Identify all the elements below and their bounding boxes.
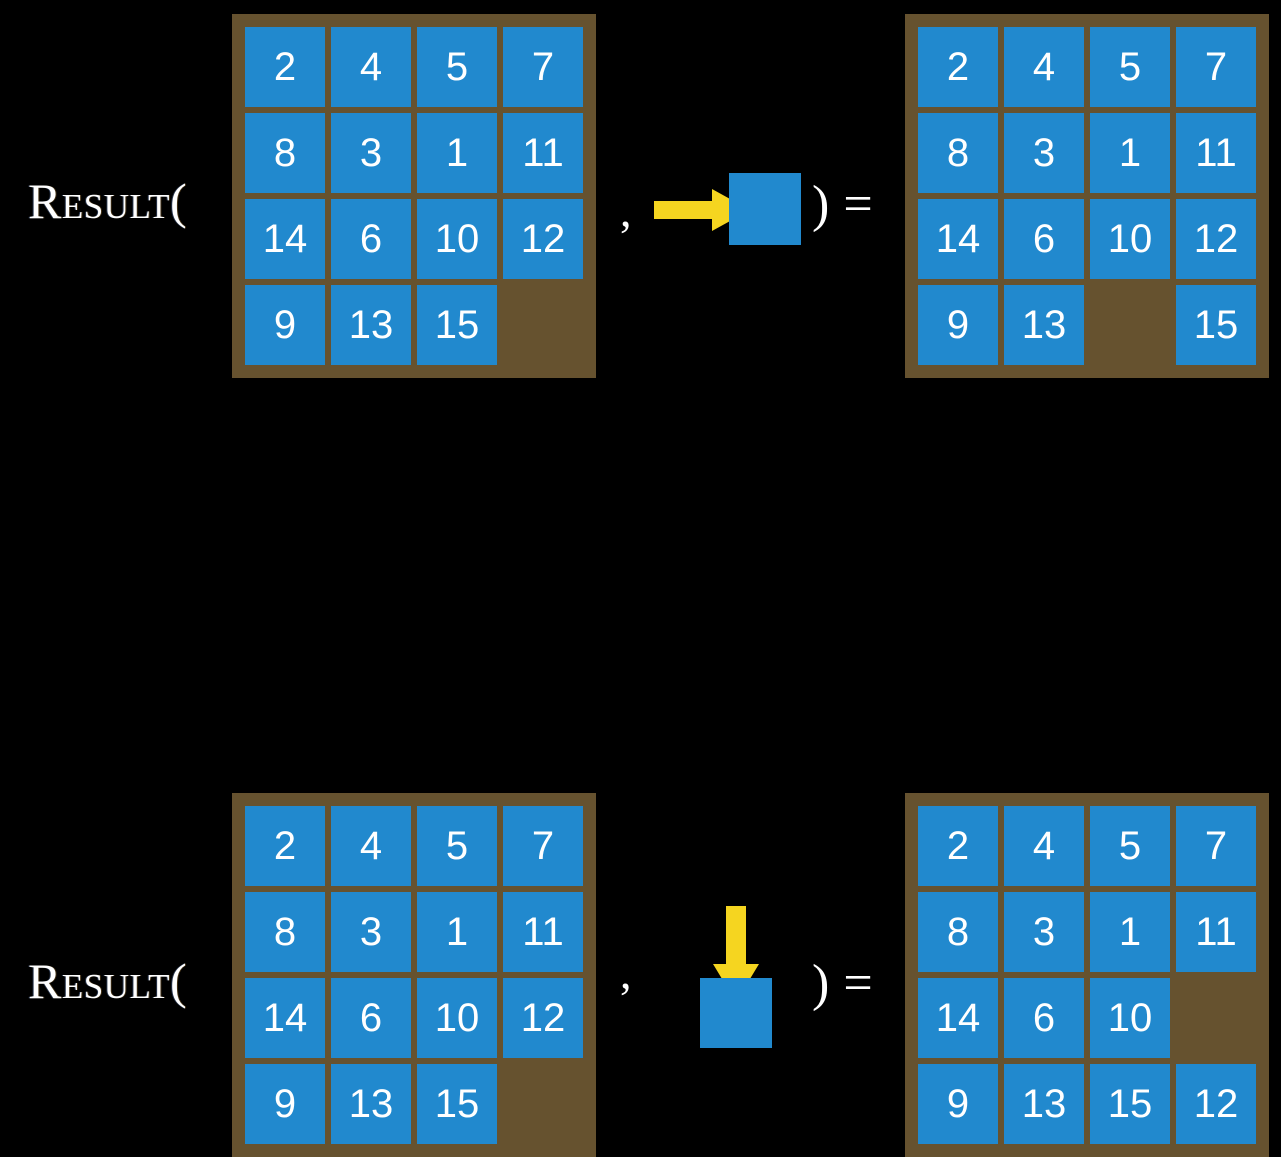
grid-tile[interactable]: 11 [503, 892, 583, 972]
grid-tile[interactable]: 13 [331, 1064, 411, 1144]
closing-paren: ) [812, 955, 830, 1012]
grid-tile[interactable]: 7 [503, 27, 583, 107]
result-function-label-1: Result( [28, 173, 188, 229]
grid-tile[interactable]: 6 [1004, 978, 1084, 1058]
equation-row-1: Result( 2 4 5 7 8 3 1 11 14 6 10 12 9 13… [0, 0, 1281, 390]
grid-tile[interactable]: 4 [1004, 27, 1084, 107]
grid-tile[interactable]: 10 [417, 199, 497, 279]
grid-tile[interactable]: 12 [1176, 199, 1256, 279]
equals-sign: = [843, 955, 873, 1012]
grid-tile[interactable]: 14 [245, 199, 325, 279]
grid-tile-empty [503, 1064, 583, 1144]
grid-tile[interactable]: 11 [1176, 892, 1256, 972]
grid-tile[interactable]: 2 [245, 27, 325, 107]
grid-tile[interactable]: 9 [918, 1064, 998, 1144]
grid-tile[interactable]: 8 [245, 113, 325, 193]
grid-tile[interactable]: 13 [1004, 285, 1084, 365]
closing-paren: ) [812, 176, 830, 233]
input-grid-2: 2 4 5 7 8 3 1 11 14 6 10 12 9 13 15 [232, 793, 596, 1157]
grid-tile[interactable]: 3 [1004, 892, 1084, 972]
input-grid-1: 2 4 5 7 8 3 1 11 14 6 10 12 9 13 15 [232, 14, 596, 378]
grid-tile[interactable]: 13 [1004, 1064, 1084, 1144]
grid-tile[interactable]: 9 [918, 285, 998, 365]
grid-tile[interactable]: 5 [417, 806, 497, 886]
grid-tile[interactable]: 6 [1004, 199, 1084, 279]
operator-block-2[interactable] [700, 978, 772, 1048]
grid-tile[interactable]: 7 [503, 806, 583, 886]
grid-tile[interactable]: 10 [417, 978, 497, 1058]
grid-tile[interactable]: 7 [1176, 806, 1256, 886]
closing-paren-equals-1: )= [812, 179, 873, 231]
grid-tile[interactable]: 1 [417, 892, 497, 972]
argument-separator-2: , [620, 947, 632, 998]
grid-tile[interactable]: 8 [918, 892, 998, 972]
grid-tile[interactable]: 7 [1176, 27, 1256, 107]
grid-tile[interactable]: 8 [918, 113, 998, 193]
grid-tile[interactable]: 14 [918, 978, 998, 1058]
grid-tile[interactable]: 11 [503, 113, 583, 193]
grid-tile[interactable]: 13 [331, 285, 411, 365]
grid-tile[interactable]: 5 [1090, 27, 1170, 107]
grid-tile[interactable]: 14 [245, 978, 325, 1058]
output-grid-2: 2 4 5 7 8 3 1 11 14 6 10 9 13 15 12 [905, 793, 1269, 1157]
grid-tile[interactable]: 8 [245, 892, 325, 972]
grid-tile[interactable]: 6 [331, 978, 411, 1058]
right-arrow-icon [654, 189, 750, 231]
grid-tile[interactable]: 10 [1090, 978, 1170, 1058]
grid-tile[interactable]: 1 [1090, 113, 1170, 193]
grid-tile[interactable]: 11 [1176, 113, 1256, 193]
grid-tile[interactable]: 3 [1004, 113, 1084, 193]
equation-row-2: Result( 2 4 5 7 8 3 1 11 14 6 10 12 9 13… [0, 390, 1281, 1157]
grid-tile[interactable]: 3 [331, 892, 411, 972]
grid-tile[interactable]: 5 [1090, 806, 1170, 886]
grid-tile[interactable]: 3 [331, 113, 411, 193]
output-grid-1: 2 4 5 7 8 3 1 11 14 6 10 12 9 13 15 [905, 14, 1269, 378]
grid-tile[interactable]: 15 [1090, 1064, 1170, 1144]
grid-tile[interactable]: 4 [331, 27, 411, 107]
grid-tile[interactable]: 2 [245, 806, 325, 886]
grid-tile[interactable]: 14 [918, 199, 998, 279]
grid-tile[interactable]: 6 [331, 199, 411, 279]
grid-tile[interactable]: 2 [918, 806, 998, 886]
result-function-label-2: Result( [28, 953, 188, 1009]
grid-tile[interactable]: 12 [1176, 1064, 1256, 1144]
grid-tile-empty [1176, 978, 1256, 1058]
equals-sign: = [843, 176, 873, 233]
grid-tile[interactable]: 12 [503, 978, 583, 1058]
operator-block-1[interactable] [729, 173, 801, 245]
grid-tile[interactable]: 4 [1004, 806, 1084, 886]
grid-tile[interactable]: 2 [918, 27, 998, 107]
grid-tile-empty [503, 285, 583, 365]
grid-tile[interactable]: 5 [417, 27, 497, 107]
grid-tile[interactable]: 4 [331, 806, 411, 886]
grid-tile[interactable]: 9 [245, 1064, 325, 1144]
grid-tile-empty [1090, 285, 1170, 365]
grid-tile[interactable]: 1 [1090, 892, 1170, 972]
grid-tile[interactable]: 9 [245, 285, 325, 365]
closing-paren-equals-2: )= [812, 958, 873, 1010]
grid-tile[interactable]: 15 [1176, 285, 1256, 365]
grid-tile[interactable]: 15 [417, 1064, 497, 1144]
argument-separator-1: , [620, 185, 632, 236]
grid-tile[interactable]: 1 [417, 113, 497, 193]
grid-tile[interactable]: 15 [417, 285, 497, 365]
grid-tile[interactable]: 12 [503, 199, 583, 279]
grid-tile[interactable]: 10 [1090, 199, 1170, 279]
